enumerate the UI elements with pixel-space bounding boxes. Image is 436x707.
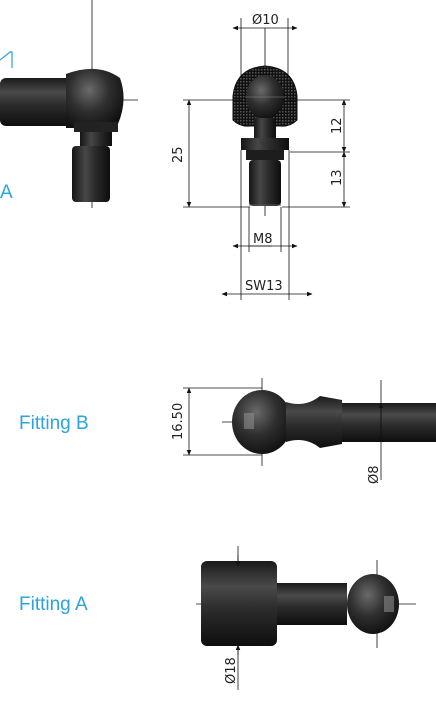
dim-sw13: SW13 bbox=[245, 279, 283, 294]
front-view-dimensions bbox=[183, 18, 350, 300]
dim-m8: M8 bbox=[253, 232, 273, 247]
fitting-a-label: Fitting A bbox=[19, 594, 88, 615]
dim-16-50: 16.50 bbox=[171, 403, 186, 440]
dim-25: 25 bbox=[171, 146, 186, 163]
fitting-a-drawing bbox=[196, 546, 416, 690]
angled-joint-view bbox=[0, 0, 138, 208]
front-view-fitting bbox=[232, 28, 298, 216]
dim-diameter-8: Ø8 bbox=[367, 465, 382, 484]
dim-12: 12 bbox=[330, 117, 345, 134]
fitting-b-drawing bbox=[183, 378, 436, 480]
dim-diameter-18: Ø18 bbox=[224, 657, 239, 684]
fitting-b-label: Fitting B bbox=[19, 413, 89, 434]
partial-view-label: A bbox=[0, 182, 13, 203]
dim-diameter-10: Ø10 bbox=[252, 13, 279, 28]
dim-13: 13 bbox=[330, 169, 345, 186]
